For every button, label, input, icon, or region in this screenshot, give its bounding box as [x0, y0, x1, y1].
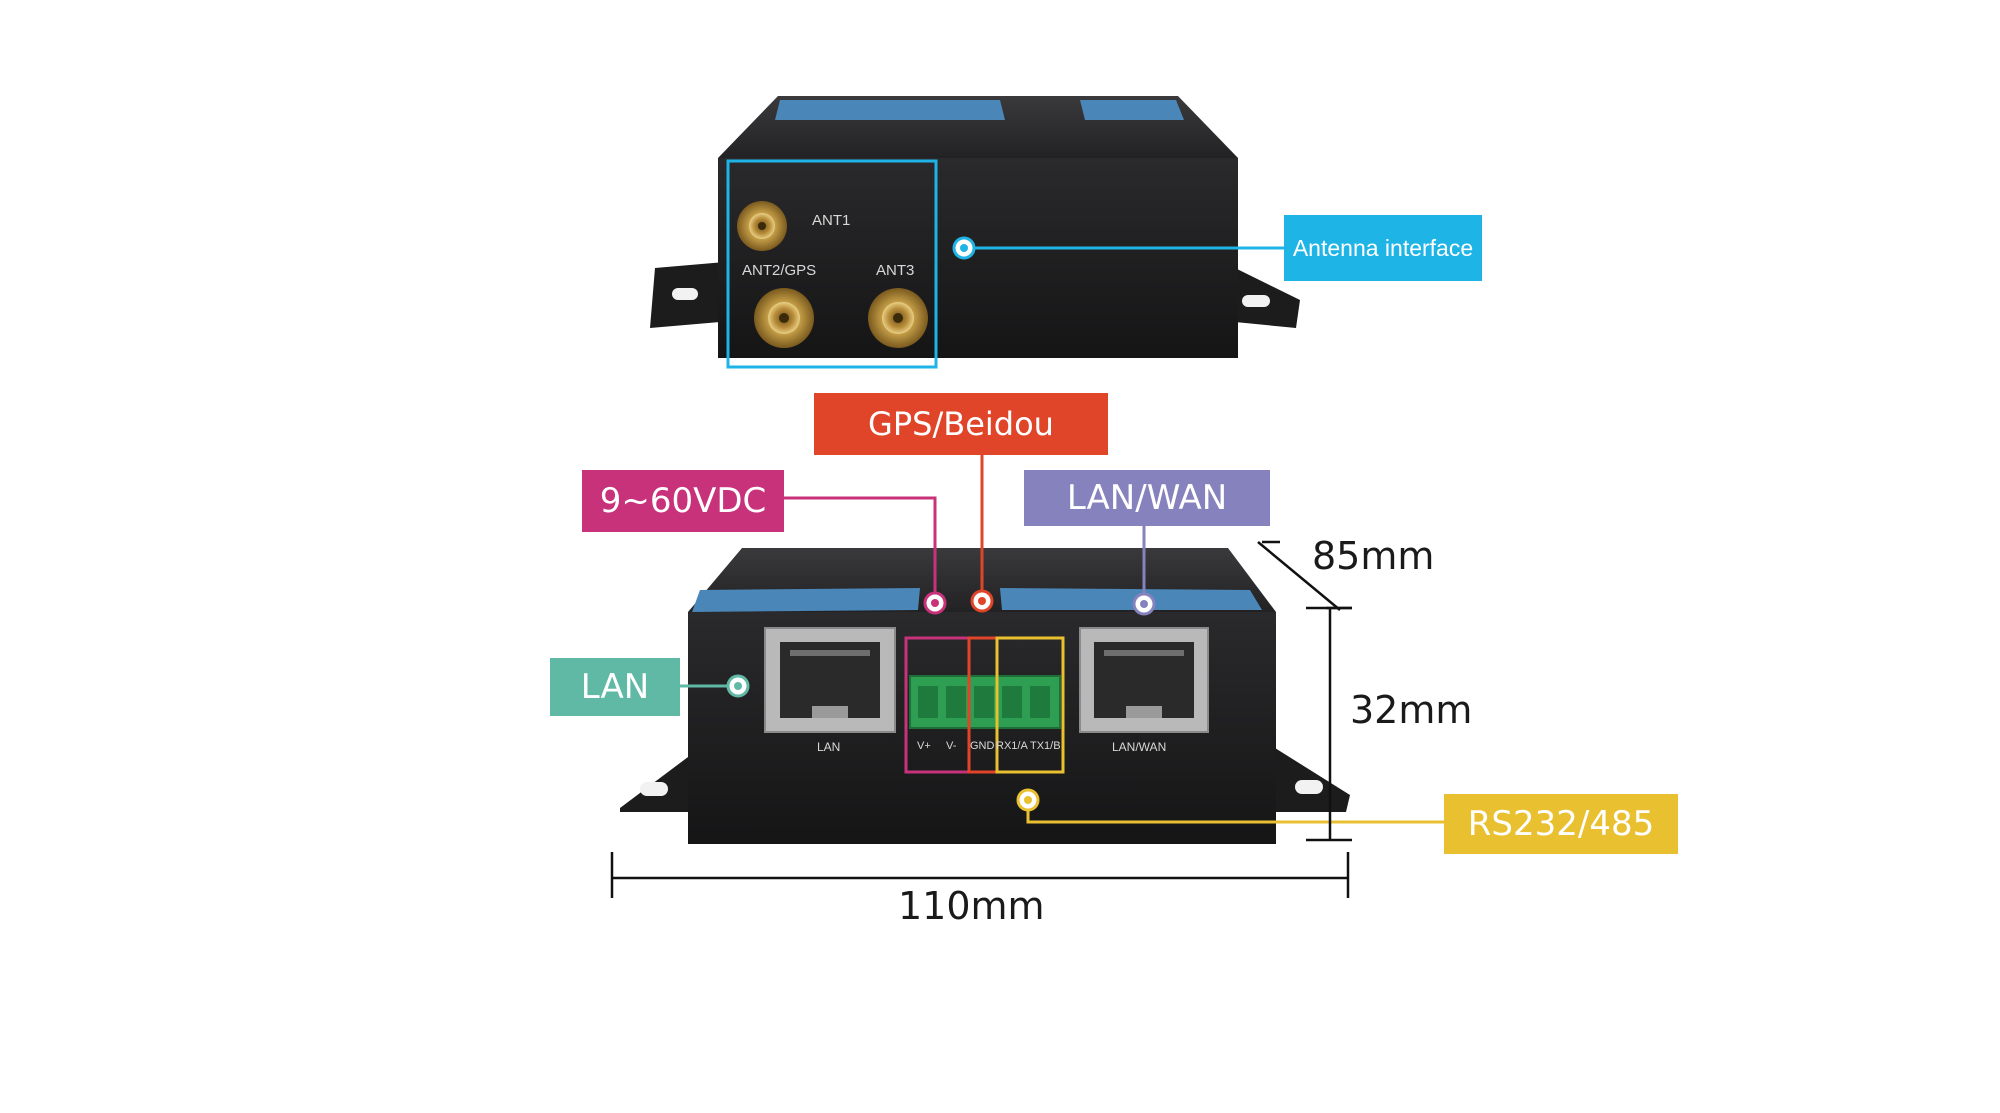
pin-label-rx1a: RX1/A — [996, 740, 1028, 752]
rj45-port-lan-wan — [1079, 627, 1209, 733]
antenna-interface-callout: Antenna interface — [1284, 215, 1482, 281]
rs232-485-callout: RS232/485 — [1444, 794, 1678, 854]
gps-callout-leader — [970, 453, 994, 613]
antenna-callout-leader — [952, 236, 1286, 260]
ant2-label: ANT2/GPS — [742, 262, 817, 279]
ant3-label: ANT3 — [876, 262, 915, 279]
pin-label-vplus: V+ — [917, 740, 931, 752]
pin-label-tx1b: TX1/B — [1030, 740, 1061, 752]
power-9-60vdc-callout: 9~60VDC — [582, 470, 784, 532]
lan-wan-port-label: LAN/WAN — [1112, 740, 1167, 754]
lan-port-label: LAN — [817, 740, 841, 754]
antenna-highlight-box — [726, 159, 938, 369]
power-callout-leader — [782, 496, 947, 615]
mount-slot — [640, 782, 668, 796]
depth-dimension-line — [1257, 541, 1341, 611]
mount-slot — [1242, 295, 1270, 307]
blue-label-strip — [692, 588, 920, 612]
mount-ear-left — [620, 748, 700, 812]
device-top-view — [650, 96, 1300, 369]
antenna-connector-ant1 — [737, 201, 787, 251]
ant1-label: ANT1 — [812, 212, 851, 229]
mount-slot — [1295, 780, 1323, 794]
dimension-lines — [610, 540, 1352, 898]
blue-label-strip — [775, 100, 1005, 120]
blue-label-strip — [1000, 588, 1262, 610]
serial-callout-leader — [1016, 788, 1444, 824]
serial-highlight-box — [995, 636, 1065, 774]
pin-label-gnd: GND — [970, 740, 995, 752]
rj45-port-lan — [764, 627, 896, 733]
mount-slot — [672, 288, 698, 300]
antenna-connector-ant3 — [868, 288, 928, 348]
terminal-block — [909, 675, 1061, 729]
blue-label-strip — [1080, 100, 1184, 120]
antenna-connector-ant2 — [754, 288, 814, 348]
lan-wan-callout-leader — [1132, 523, 1156, 616]
lan-callout-leader — [678, 674, 750, 698]
device-front-view — [620, 548, 1350, 844]
lan-callout: LAN — [550, 658, 680, 716]
pin-label-vminus: V- — [946, 740, 957, 752]
height-dimension-label: 32mm — [1350, 688, 1473, 732]
gps-beidou-callout: GPS/Beidou — [814, 393, 1108, 455]
depth-dimension-label: 85mm — [1312, 534, 1435, 578]
width-dimension-label: 110mm — [898, 884, 1045, 928]
lan-wan-callout: LAN/WAN — [1024, 470, 1270, 526]
